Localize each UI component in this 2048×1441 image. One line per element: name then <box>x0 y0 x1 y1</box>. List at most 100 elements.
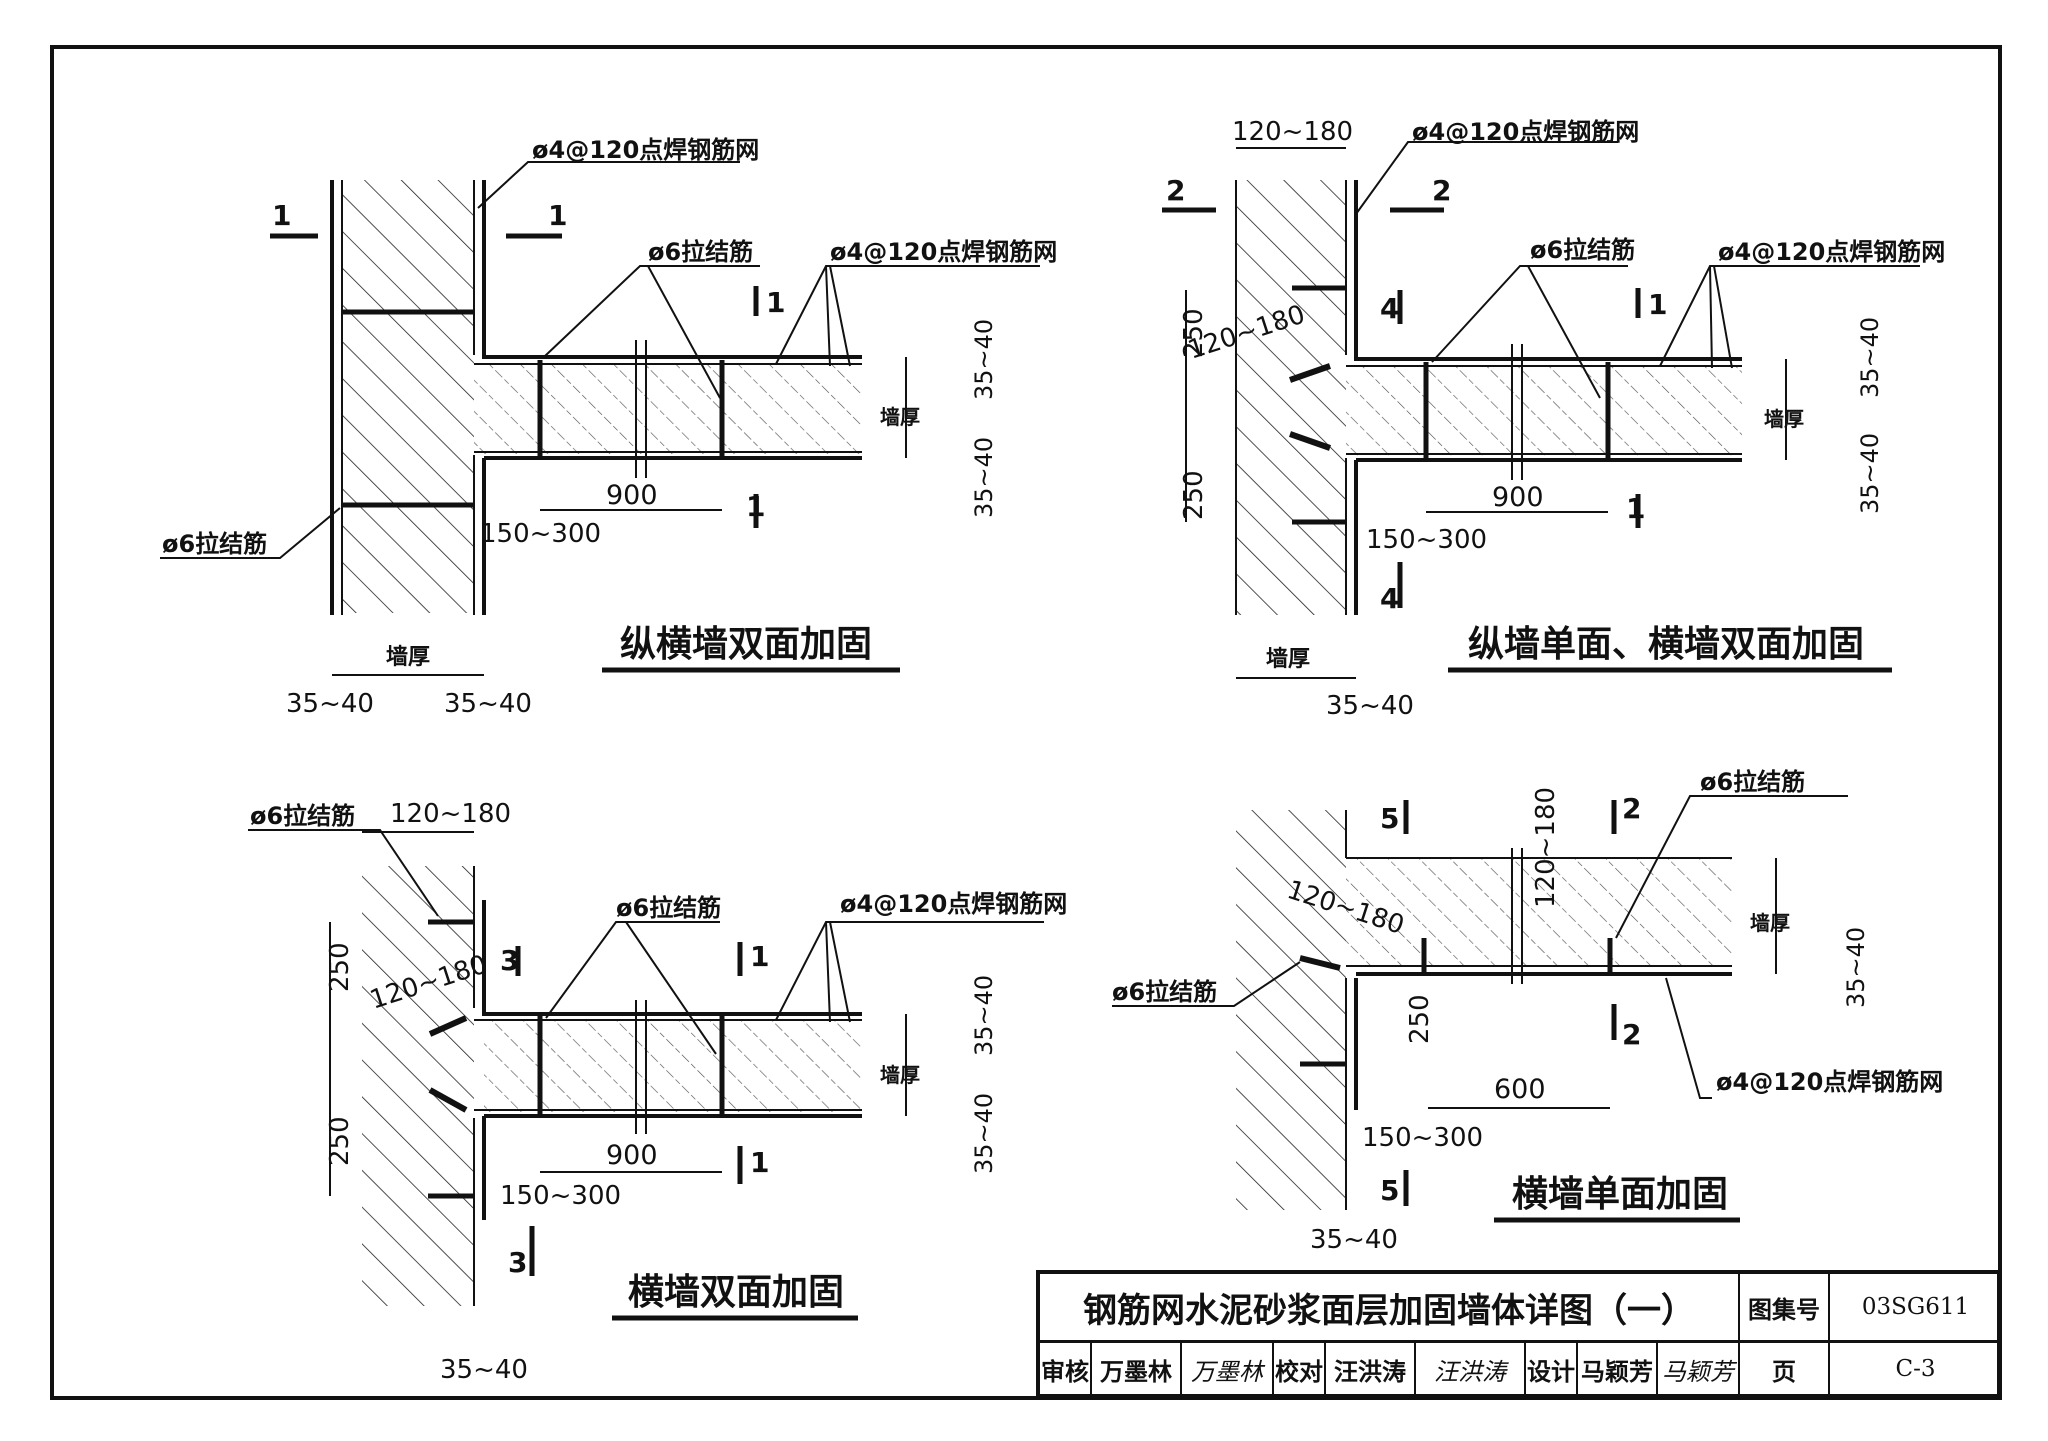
check-signature: 汪洪涛 <box>1416 1340 1526 1398</box>
design-label: 设计 <box>1526 1340 1578 1398</box>
d1-sec-1-left: 1 <box>272 199 291 232</box>
d3-dim-cover-right-top: 35~40 <box>970 975 998 1056</box>
atlas-number: 03SG611 <box>1861 1294 1970 1320</box>
d3-sec-3-top: 3 <box>500 944 519 977</box>
d3-dim-120-180-top: 120~180 <box>390 799 511 829</box>
d4-dim-120-180-mid: 120~180 <box>1531 787 1561 908</box>
d2-dim-250-bottom: 250 <box>1179 470 1209 520</box>
page-label: 页 <box>1740 1340 1830 1398</box>
d3-cross-wall <box>484 1020 862 1112</box>
d4-sec-2-top: 2 <box>1622 792 1641 825</box>
d1-dim-wall-bottom: 墙厚 <box>386 645 430 670</box>
check-label: 校对 <box>1274 1340 1326 1398</box>
d4-dim-150-300: 150~300 <box>1362 1123 1483 1153</box>
d3-tie-label-top: ø6拉结筋 <box>250 802 355 830</box>
atlas-label: 图集号 <box>1740 1274 1830 1340</box>
review-signature: 万墨林 <box>1182 1340 1274 1398</box>
d1-dim-cover-right-bottom: 35~40 <box>970 437 998 518</box>
d4-sec-2-bottom: 2 <box>1622 1018 1641 1051</box>
d1-sec-1-bottom: 1 <box>746 490 765 523</box>
d2-tie-label: ø6拉结筋 <box>1530 236 1635 264</box>
d3-dim-cover-right-bottom: 35~40 <box>970 1093 998 1174</box>
d2-sec-2-right: 2 <box>1432 174 1451 207</box>
d4-tie-label-left: ø6拉结筋 <box>1112 978 1217 1006</box>
d1-dim-cover-right-top: 35~40 <box>970 319 998 400</box>
d1-dim-900: 900 <box>606 480 658 511</box>
diagram-3: 3 3 1 1 120~180 ø6拉结筋 120~180 250 250 ø6… <box>248 799 1067 1385</box>
d3-dim-250-top: 250 <box>325 942 355 992</box>
d2-dim-cover-right-top: 35~40 <box>1856 317 1884 398</box>
review-name: 万墨林 <box>1092 1340 1182 1398</box>
diagram-4: 5 5 2 2 120~180 120~180 ø6拉结筋 ø6拉结筋 ø4@1… <box>1112 768 1943 1255</box>
d2-sec-4-bottom: 4 <box>1380 582 1399 615</box>
diagram-1: 1 1 1 1 ø4@120点焊钢筋网 ø6拉结筋 ø4@120点焊钢筋网 ø6… <box>160 136 1057 719</box>
check-name: 汪洪涛 <box>1326 1340 1416 1398</box>
d2-dim-wall-bottom: 墙厚 <box>1266 647 1310 672</box>
d4-mesh-label: ø4@120点焊钢筋网 <box>1716 1068 1943 1096</box>
d1-dim-wall-right: 墙厚 <box>880 405 920 429</box>
d4-dim-cover-bottom: 35~40 <box>1310 1225 1398 1255</box>
d1-cross-wall <box>474 362 862 454</box>
d1-mesh-label-top: ø4@120点焊钢筋网 <box>532 136 759 164</box>
title-row: 钢筋网水泥砂浆面层加固墙体详图（一） 图集号 03SG611 <box>1040 1274 1997 1343</box>
d4-dim-wall-right: 墙厚 <box>1750 911 1790 935</box>
diagram-2: 2 2 4 4 1 1 120~180 ø4@120点焊钢筋网 ø6拉结筋 ø4… <box>1162 117 1945 721</box>
d4-cross-wall <box>1346 858 1732 966</box>
design-signature: 马颖芳 <box>1658 1340 1740 1398</box>
d2-sec-1-bottom: 1 <box>1626 492 1645 525</box>
d4-dim-600: 600 <box>1494 1074 1546 1105</box>
d1-dim-150-300: 150~300 <box>480 519 601 549</box>
d3-tie-label: ø6拉结筋 <box>616 894 721 922</box>
d3-dim-wall-right: 墙厚 <box>880 1063 920 1087</box>
d2-dim-900: 900 <box>1492 482 1544 513</box>
d3-dim-900: 900 <box>606 1140 658 1171</box>
d2-dim-cover-bottom: 35~40 <box>1326 691 1414 721</box>
d1-caption: 纵横墙双面加固 <box>620 624 872 665</box>
design-name: 马颖芳 <box>1578 1340 1658 1398</box>
d2-dim-wall-right: 墙厚 <box>1764 407 1804 431</box>
d4-dim-250: 250 <box>1405 994 1435 1044</box>
d3-dim-150-300: 150~300 <box>500 1181 621 1211</box>
drawing-title: 钢筋网水泥砂浆面层加固墙体详图（一） <box>1040 1274 1740 1340</box>
d3-sec-3-bottom: 3 <box>508 1246 527 1279</box>
d1-sec-1-top: 1 <box>766 286 785 319</box>
d4-wall <box>1236 810 1346 1210</box>
d2-mesh-label-right: ø4@120点焊钢筋网 <box>1718 238 1945 266</box>
d2-mesh-label-top: ø4@120点焊钢筋网 <box>1412 118 1639 146</box>
d4-dim-cover-right: 35~40 <box>1842 927 1870 1008</box>
d2-sec-2-left: 2 <box>1166 174 1185 207</box>
d2-wall <box>1236 180 1346 615</box>
d3-wall <box>362 866 474 1306</box>
d3-caption: 横墙双面加固 <box>628 1272 844 1313</box>
d3-sec-1-top: 1 <box>750 940 769 973</box>
d2-dim-cover-right-bottom: 35~40 <box>1856 433 1884 514</box>
d3-dim-250-bottom: 250 <box>325 1116 355 1166</box>
d1-wall <box>342 180 474 613</box>
d2-cross-wall <box>1346 365 1742 457</box>
d2-caption: 纵墙单面、横墙双面加固 <box>1468 624 1864 665</box>
title-block: 钢筋网水泥砂浆面层加固墙体详图（一） 图集号 03SG611 审核 万墨林 万墨… <box>1036 1270 2001 1398</box>
d3-dim-cover-bottom: 35~40 <box>440 1355 528 1385</box>
d2-sec-4-top: 4 <box>1380 292 1399 325</box>
page-number: C-3 <box>1895 1356 1936 1382</box>
d1-mesh-label-right: ø4@120点焊钢筋网 <box>830 238 1057 266</box>
d2-sec-1-top: 1 <box>1648 288 1667 321</box>
d1-tie-label: ø6拉结筋 <box>648 238 753 266</box>
review-label: 审核 <box>1040 1340 1092 1398</box>
d2-dim-120-180-top: 120~180 <box>1232 117 1353 147</box>
d1-sec-1-right: 1 <box>548 199 567 232</box>
d4-sec-5-bottom: 5 <box>1380 1174 1399 1207</box>
d4-sec-5-top: 5 <box>1380 802 1399 835</box>
signature-row: 审核 万墨林 万墨林 校对 汪洪涛 汪洪涛 设计 马颖芳 马颖芳 页 C-3 <box>1040 1340 1997 1398</box>
sheet-border <box>50 45 2002 1400</box>
d4-caption: 横墙单面加固 <box>1512 1174 1728 1215</box>
d1-tie-label-left: ø6拉结筋 <box>162 530 267 558</box>
d1-dim-cover-right: 35~40 <box>444 689 532 719</box>
d2-dim-150-300: 150~300 <box>1366 525 1487 555</box>
d4-tie-label: ø6拉结筋 <box>1700 768 1805 796</box>
d3-mesh-label: ø4@120点焊钢筋网 <box>840 890 1067 918</box>
d1-dim-cover-left: 35~40 <box>286 689 374 719</box>
d3-sec-1-bottom: 1 <box>750 1146 769 1179</box>
d2-dim-250-top: 250 <box>1179 308 1209 358</box>
